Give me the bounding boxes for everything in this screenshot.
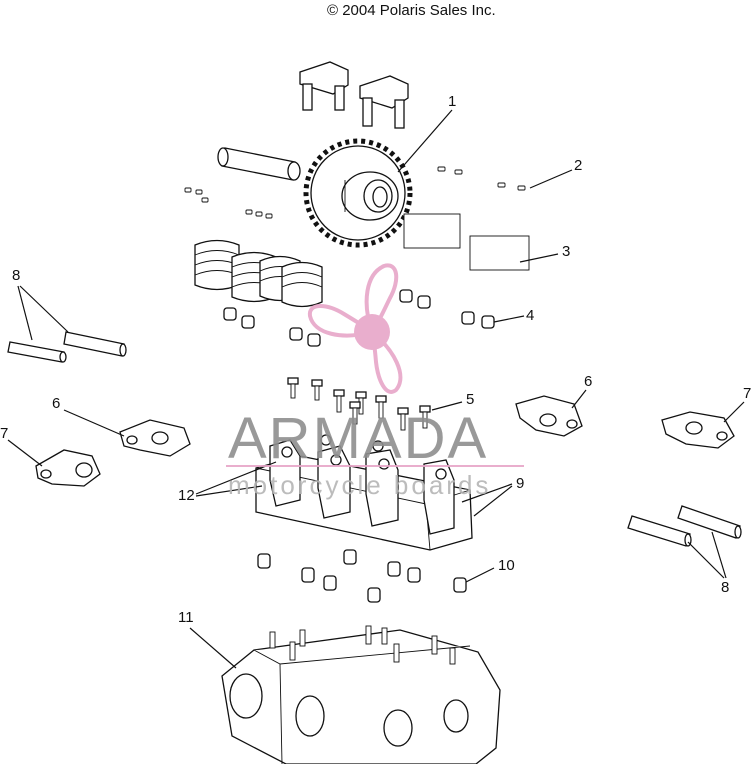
- callout-12: 12: [178, 487, 195, 504]
- camshaft-caps: [299, 61, 409, 129]
- callout-8-right: 8: [721, 579, 729, 596]
- callout-7-left: 7: [0, 425, 8, 442]
- callout-4: 4: [526, 307, 534, 324]
- callout-6-right: 6: [584, 373, 592, 390]
- callout-2: 2: [574, 157, 582, 174]
- rocker-arm-6-left: [119, 419, 191, 457]
- valve-stem-seals: [223, 289, 495, 347]
- camshaft-pin: [217, 147, 301, 181]
- callout-11: 11: [178, 609, 194, 626]
- callout-8-left: 8: [12, 267, 20, 284]
- rocker-shafts-left: [7, 331, 127, 363]
- rocker-shafts-right: [627, 505, 742, 547]
- rocker-arm-7-left: [35, 449, 101, 487]
- watermark-tagline: motorcycle boards: [228, 470, 491, 500]
- cylinder-head: [221, 625, 501, 764]
- callout-1: 1: [448, 93, 456, 110]
- callout-9: 9: [516, 475, 524, 492]
- cap-bolts: [287, 377, 431, 431]
- cam-carrier: [255, 434, 473, 551]
- callout-5: 5: [466, 391, 474, 408]
- valve-springs-right: [403, 213, 530, 271]
- callout-7-right: 7: [743, 385, 751, 402]
- valve-keepers: [184, 166, 526, 219]
- rocker-arm-7-right: [661, 411, 735, 449]
- rocker-arm-6-right: [515, 395, 583, 437]
- callout-3: 3: [562, 243, 570, 260]
- watermark-brand: ARMADA: [228, 406, 488, 471]
- dowel-sleeves: [257, 549, 467, 603]
- callout-6-left: 6: [52, 395, 60, 412]
- valve-springs-left: [194, 239, 323, 308]
- camshaft-sprocket: [303, 138, 413, 248]
- callout-10: 10: [498, 557, 515, 574]
- armada-watermark: ARMADA motorcycle boards: [226, 263, 524, 500]
- propeller-logo: [307, 263, 403, 394]
- copyright-notice: © 2004 Polaris Sales Inc.: [327, 2, 496, 19]
